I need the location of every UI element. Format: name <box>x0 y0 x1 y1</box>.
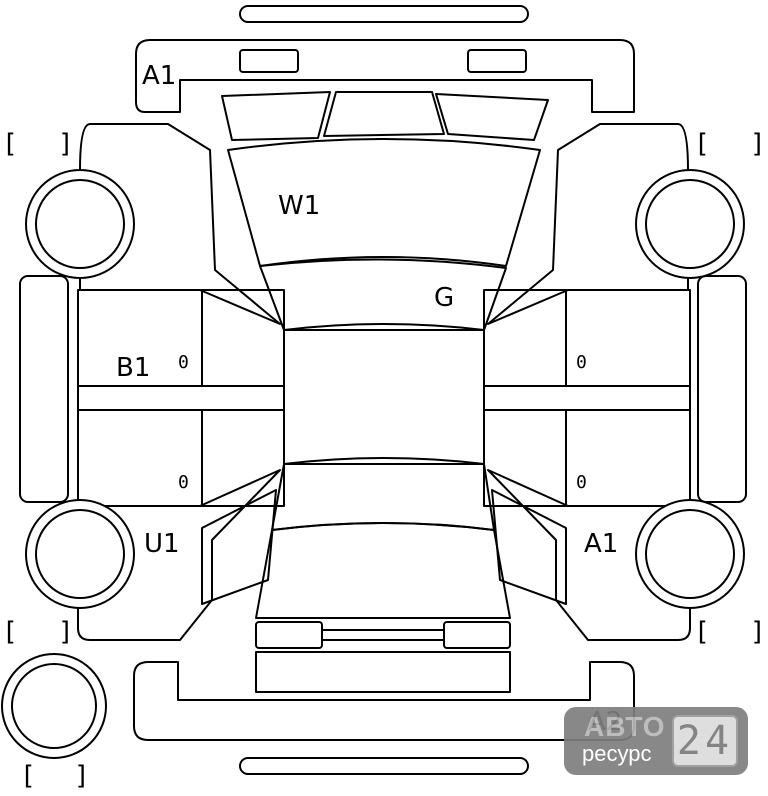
fender-rear-right <box>487 469 691 641</box>
label-front-bumper: A1 <box>142 61 176 91</box>
quarter-right <box>491 489 567 605</box>
watermark-number: 24 <box>672 715 738 767</box>
door-right-front-inner <box>483 289 567 387</box>
quarter-left <box>201 489 277 605</box>
front-light-left <box>239 49 299 73</box>
bracket-close-fl: ] <box>58 129 74 159</box>
watermark-bottom-text: ресурс <box>582 741 652 766</box>
watermark-logo: АВТО ресурс 24 <box>564 707 748 775</box>
wheel-front-right <box>635 169 745 279</box>
label-right-rear: A1 <box>584 529 618 559</box>
sill-left <box>77 385 285 411</box>
wheel-front-left <box>25 169 135 279</box>
fender-rear-left <box>77 469 281 641</box>
label-roof: G <box>434 283 454 313</box>
wheel-rear-left <box>25 499 135 609</box>
bracket-open-rl: [ <box>2 617 18 647</box>
rear-window <box>271 457 495 531</box>
bracket-open-spare: [ <box>20 761 36 791</box>
fender-front-right <box>487 123 689 325</box>
watermark-top-text: АВТО <box>584 711 666 742</box>
bracket-open-rr: [ <box>694 617 710 647</box>
trunk <box>255 522 511 619</box>
windshield <box>227 138 541 267</box>
bracket-open-fr: [ <box>694 129 710 159</box>
rear-bumper <box>133 661 635 741</box>
label-windshield: W1 <box>278 191 320 221</box>
wheel-rear-right <box>635 499 745 609</box>
hood <box>221 91 331 141</box>
fender-front-left <box>79 123 281 325</box>
zero-left-rear: 0 <box>178 472 189 493</box>
side-panel-right <box>697 275 747 503</box>
zero-left-front: 0 <box>178 352 189 373</box>
rear-bumper-bar <box>239 757 529 775</box>
rear-light-right <box>443 621 511 649</box>
sill-right <box>483 385 691 411</box>
label-left-side: B1 <box>116 353 150 383</box>
front-bumper-bar <box>239 5 529 23</box>
body-center <box>259 258 507 331</box>
roof <box>283 329 485 465</box>
zero-right-front: 0 <box>576 352 587 373</box>
label-left-rear: U1 <box>144 529 180 559</box>
bracket-open-fl: [ <box>2 129 18 159</box>
door-left-front-inner <box>201 289 285 387</box>
zero-right-rear: 0 <box>576 472 587 493</box>
wheel-spare <box>1 653 107 759</box>
rear-panel <box>255 651 511 693</box>
rear-light-left <box>255 621 323 649</box>
front-light-right <box>467 49 527 73</box>
hood-right <box>435 93 549 141</box>
bracket-close-rl: ] <box>58 617 74 647</box>
front-bumper <box>135 39 635 113</box>
hood-center <box>323 91 445 137</box>
bracket-close-spare: ] <box>74 761 90 791</box>
bracket-close-rr: ] <box>750 617 766 647</box>
side-panel-left <box>19 275 69 503</box>
bracket-close-fr: ] <box>750 129 766 159</box>
